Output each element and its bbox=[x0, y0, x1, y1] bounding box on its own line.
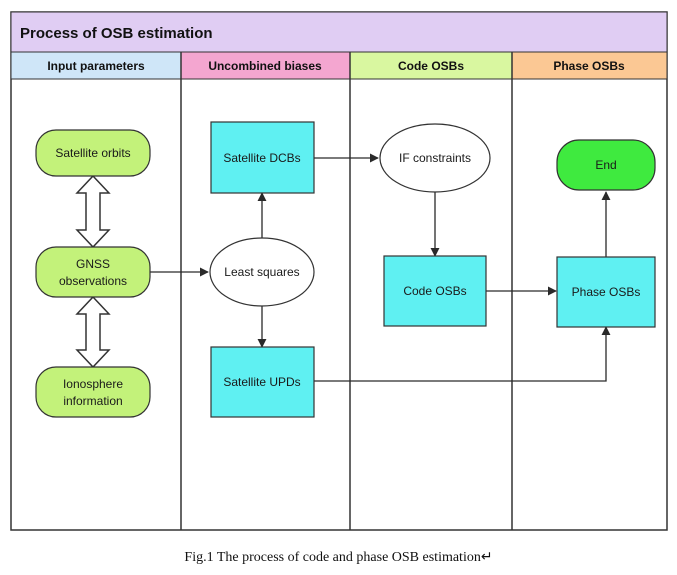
node-satellite-dcbs-label: Satellite DCBs bbox=[223, 151, 300, 165]
lane-header-input-parameters bbox=[10, 51, 182, 80]
node-satellite-upds bbox=[210, 346, 315, 418]
lane-label-code-osbs: Code OSBs bbox=[398, 59, 464, 73]
node-gnss-observations bbox=[35, 246, 151, 298]
node-end-label: End bbox=[595, 158, 616, 172]
lane-label-input-parameters: Input parameters bbox=[47, 59, 145, 73]
node-satellite-upds-label: Satellite UPDs bbox=[223, 375, 300, 389]
node-satellite-orbits bbox=[35, 129, 151, 177]
arrow-upds-to-phase-osbs bbox=[314, 326, 611, 382]
node-satellite-orbits-label: Satellite orbits bbox=[55, 146, 130, 160]
node-phase-osbs bbox=[556, 256, 656, 328]
node-code-osbs-label: Code OSBs bbox=[403, 284, 466, 298]
node-phase-osbs-label: Phase OSBs bbox=[572, 285, 641, 299]
flowchart: Process of OSB estimation Input paramete… bbox=[10, 11, 668, 531]
node-least-squares-label: Least squares bbox=[224, 265, 299, 279]
figure-caption: Fig.1 The process of code and phase OSB … bbox=[184, 550, 493, 565]
node-satellite-dcbs bbox=[210, 121, 315, 194]
node-ionosphere-information-line2: information bbox=[63, 394, 122, 408]
lane-label-phase-osbs: Phase OSBs bbox=[553, 59, 625, 73]
node-ionosphere-information-line1: Ionosphere bbox=[63, 377, 123, 391]
node-gnss-observations-line1: GNSS bbox=[76, 257, 110, 271]
node-end bbox=[556, 139, 656, 191]
lane-label-uncombined-biases: Uncombined biases bbox=[208, 59, 322, 73]
lane-header-code-osbs bbox=[349, 51, 513, 80]
node-gnss-observations-line2: observations bbox=[59, 274, 127, 288]
node-code-osbs bbox=[383, 255, 487, 327]
title-bar bbox=[10, 11, 668, 53]
node-least-squares bbox=[209, 237, 315, 307]
diagram-title: Process of OSB estimation bbox=[20, 25, 213, 42]
node-if-constraints bbox=[379, 123, 491, 193]
node-ionosphere-information bbox=[35, 366, 151, 418]
node-if-constraints-label: IF constraints bbox=[399, 151, 471, 165]
